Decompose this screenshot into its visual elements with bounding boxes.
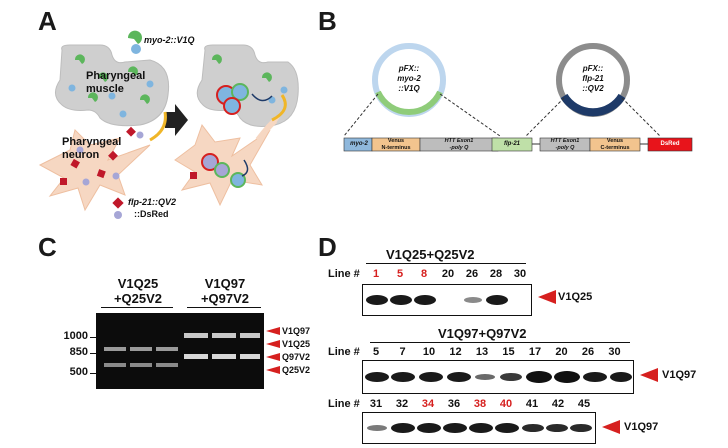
- box-myo2-label: myo-2: [350, 141, 368, 147]
- d-bot-band: V1Q97: [624, 421, 659, 433]
- gel-group2-label: V1Q97 +Q97V2: [200, 276, 250, 306]
- lane-number: 28: [489, 268, 503, 280]
- legend-dsred: ::DsRed: [134, 209, 169, 219]
- panel-a-illustration: [38, 30, 299, 219]
- box-dsred-label: DsRed: [660, 141, 680, 147]
- band-v1q25: V1Q25: [282, 339, 311, 349]
- plasmid-myo2-insert: [375, 90, 443, 115]
- lane-number: 30: [608, 346, 621, 358]
- left-pharyngeal-muscle: [55, 44, 170, 127]
- box-htt1-label: HTT Exon1 -poly Q: [444, 138, 474, 151]
- lane-number: 20: [555, 346, 568, 358]
- lane-number: 38: [473, 398, 487, 410]
- gel-bands: [104, 333, 260, 367]
- legend-flp21-qv2: flp-21::QV2: [128, 197, 177, 207]
- western-blot-top: [362, 284, 532, 316]
- box-venus-c-label: Venus C-terminus: [600, 138, 630, 151]
- lane-number: 7: [399, 346, 406, 358]
- d-top-line-label: Line #: [328, 268, 360, 280]
- group1-underline: [101, 307, 173, 308]
- box-dsred: [647, 137, 693, 152]
- lane-number: 20: [441, 268, 455, 280]
- d-mid-title: V1Q97+Q97V2: [438, 326, 527, 341]
- lane-number: 26: [465, 268, 479, 280]
- lane-number: 10: [422, 346, 436, 358]
- right-pharyngeal-muscle: [196, 44, 299, 127]
- lane-number: 26: [581, 346, 595, 358]
- lane-number: 36: [447, 398, 461, 410]
- plasmid1-label: pFX:: myo-2 ::V1Q: [397, 64, 421, 93]
- lane-number: 32: [395, 398, 409, 410]
- lane-number: 30: [513, 268, 527, 280]
- lane-number: 8: [420, 268, 428, 280]
- lane-number: 12: [449, 346, 462, 358]
- neuron-aggregates-right: [190, 153, 249, 188]
- panel-c-letter: C: [38, 232, 57, 262]
- legend-myo2-v1q: myo-2::V1Q: [144, 35, 195, 45]
- lane-number: 31: [369, 398, 383, 410]
- lane-number: 15: [502, 346, 515, 358]
- panel-d-letter: D: [318, 232, 337, 262]
- muscle-aggregates-right: [211, 54, 288, 115]
- lane-number: 40: [499, 398, 513, 410]
- lane-number: 42: [551, 398, 565, 410]
- panel-b-constructs: [343, 43, 693, 152]
- plasmid2-label: pFX:: flp-21 ::QV2: [582, 64, 604, 93]
- box-flp21-label: flp-21: [503, 141, 520, 147]
- lane-number: 5: [372, 346, 380, 358]
- pharyngeal-muscle-label: Pharyngeal muscle: [86, 70, 146, 95]
- box-htt2-label: HTT Exon1 -poly Q: [550, 138, 580, 151]
- d-mid-band: V1Q97: [662, 369, 697, 381]
- d-top-title: V1Q25+Q25V2: [386, 247, 475, 262]
- marker-1000: 1000: [63, 330, 88, 342]
- v1q-legend-icons: [127, 30, 142, 54]
- lane-number: 34: [421, 398, 435, 410]
- band-q97v2: Q97V2: [282, 352, 311, 362]
- gel-group1-label: V1Q25 +Q25V2: [113, 276, 163, 306]
- d-top-band: V1Q25: [558, 291, 593, 303]
- transition-arrow: [165, 104, 188, 136]
- panel-b-letter: B: [318, 6, 337, 36]
- muscle-particles-left: [68, 54, 154, 118]
- western-blot-bot: [362, 412, 596, 444]
- neuron-particles-left: [60, 126, 144, 186]
- agarose-gel: [96, 313, 264, 389]
- d-mid-line-label: Line #: [328, 346, 360, 358]
- group2-underline: [187, 307, 261, 308]
- western-blot-mid: [362, 360, 634, 394]
- box-venus-n-label: Venus N-terminus: [381, 138, 411, 151]
- marker-850: 850: [69, 346, 88, 358]
- lane-number: 45: [577, 398, 591, 410]
- lane-number: 17: [528, 346, 542, 358]
- lane-number: 41: [525, 398, 539, 410]
- lane-number: 13: [475, 346, 489, 358]
- blot-mid-bands: [365, 371, 632, 383]
- blot-bot-bands: [367, 423, 592, 433]
- qv2-legend-icons: [112, 197, 124, 219]
- band-q25v2: Q25V2: [282, 365, 311, 375]
- marker-500: 500: [69, 366, 88, 378]
- lane-number: 5: [396, 268, 404, 280]
- pharyngeal-neuron-label: Pharyngeal neuron: [62, 136, 122, 161]
- blot-top-bands: [366, 295, 508, 305]
- plasmid-flp21-insert: [560, 93, 626, 117]
- lane-number: 1: [372, 268, 380, 280]
- d-bot-line-label: Line #: [328, 398, 360, 410]
- band-v1q97: V1Q97: [282, 326, 311, 336]
- panel-a-letter: A: [38, 6, 57, 36]
- gel-arrows: [266, 327, 280, 374]
